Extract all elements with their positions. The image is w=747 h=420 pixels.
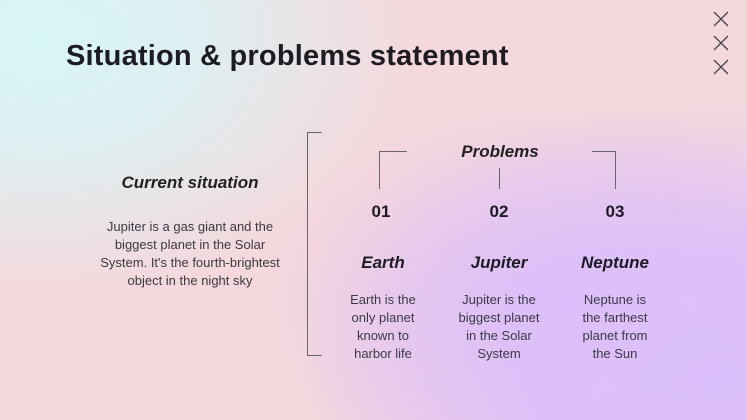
text-line: in the Solar (466, 328, 532, 343)
problem-name-earth: Earth (361, 253, 405, 272)
text-line: System (477, 346, 521, 361)
close-icon (712, 34, 730, 52)
text-line: Neptune is (583, 292, 647, 307)
close-icon (712, 58, 730, 76)
text-line: System. It's the fourth-brightest (100, 255, 280, 270)
bracket-right-connector (592, 151, 616, 189)
bracket-middle-connector (499, 168, 500, 189)
text-line: the farthest (582, 310, 648, 325)
text-line: biggest planet in the Solar (114, 237, 266, 252)
problems-heading: Problems (461, 142, 539, 161)
close-icon (712, 10, 730, 28)
text-line: the Sun (592, 346, 638, 361)
text-line: Jupiter is the (462, 292, 536, 307)
current-situation-text: Jupiter is a gas giant and the biggest p… (78, 218, 302, 290)
text-line: Jupiter is a gas giant and the (106, 219, 274, 234)
decorative-cross-group (712, 10, 732, 82)
problem-description-neptune: Neptune is the farthest planet from the … (555, 291, 675, 363)
bracket-left-connector (379, 151, 407, 189)
text-line: known to (356, 328, 410, 343)
text-line: harbor life (354, 346, 412, 361)
text-line: only planet (351, 310, 415, 325)
problem-name-jupiter: Jupiter (470, 253, 528, 272)
problem-number-3: 03 (605, 202, 625, 221)
problem-number-1: 01 (371, 202, 391, 221)
current-situation-heading: Current situation (121, 173, 259, 192)
problem-name-neptune: Neptune (581, 253, 649, 272)
text-line: Earth is the (350, 292, 416, 307)
large-bracket-divider (307, 132, 322, 356)
problem-description-earth: Earth is the only planet known to harbor… (323, 291, 443, 363)
slide-title: Situation & problems statement (66, 40, 509, 72)
problem-number-2: 02 (489, 202, 509, 221)
problem-description-jupiter: Jupiter is the biggest planet in the Sol… (439, 291, 559, 363)
text-line: biggest planet (458, 310, 540, 325)
text-line: planet from (582, 328, 648, 343)
text-line: object in the night sky (127, 273, 253, 288)
